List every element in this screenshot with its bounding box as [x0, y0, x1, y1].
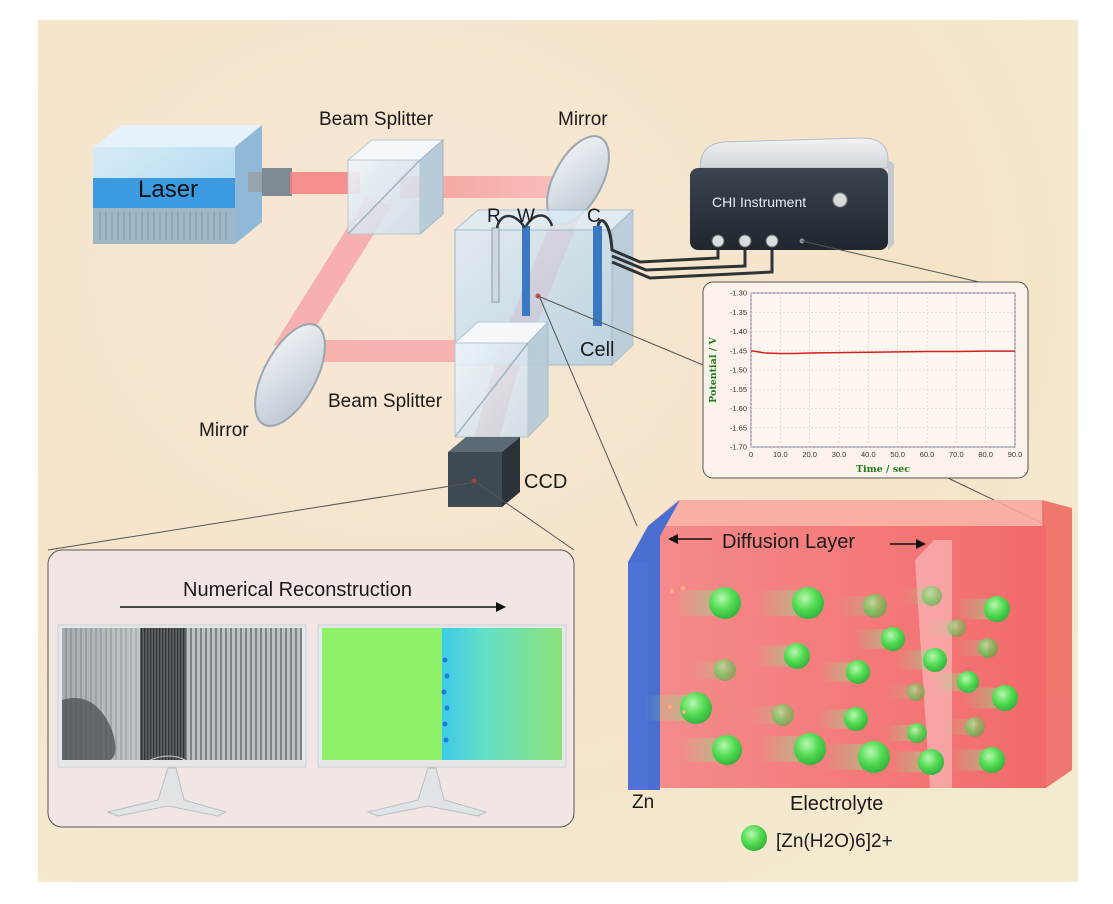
- ion-particle: [923, 648, 947, 672]
- chart-y-label: Potential / V: [708, 336, 719, 402]
- ion-particle: [881, 627, 905, 651]
- ion-particle: [992, 685, 1018, 711]
- chart-y-tick-label: -1.45: [730, 346, 747, 355]
- beam-splitter-top-label: Beam Splitter: [319, 109, 434, 130]
- chart-x-tick-label: 40.0: [861, 450, 876, 459]
- port-3: [765, 234, 779, 248]
- mirror-top-label: Mirror: [558, 109, 608, 130]
- electrolyte-box: [628, 500, 1072, 790]
- ion-particle: [918, 749, 944, 775]
- electrolyte-label: Electrolyte: [790, 793, 883, 815]
- laser-unit: Laser: [93, 125, 292, 244]
- ion-particle: [907, 723, 927, 743]
- electrode-r-label: R: [487, 206, 501, 227]
- electrode-w: [522, 226, 530, 316]
- instrument-label: CHI Instrument: [712, 194, 806, 210]
- potential-chart: -1.30 -1.35 -1.40 -1.45 -1.50 -1.55 -1.60 -1.65…: [702, 281, 1029, 479]
- ion-particle: [948, 619, 966, 637]
- port-1: [711, 234, 725, 248]
- cell-label: Cell: [580, 339, 614, 361]
- chart-y-tick-label: -1.60: [730, 404, 747, 413]
- ion-particle: [844, 707, 868, 731]
- mirror-bottom-label: Mirror: [199, 420, 249, 441]
- ion-legend-icon: [741, 825, 767, 851]
- ion-particle: [784, 643, 810, 669]
- ion-particle: [957, 671, 979, 693]
- ion-particle: [979, 747, 1005, 773]
- ion-particle: [984, 596, 1010, 622]
- port-2: [738, 234, 752, 248]
- chart-series: [750, 350, 1015, 355]
- electrode-r: [491, 227, 500, 303]
- chart-x-label: Time / sec: [856, 464, 910, 475]
- reconstruction-label: Numerical Reconstruction: [183, 579, 412, 601]
- ion-particle: [794, 733, 826, 765]
- chart-x-tick-label: 10.0: [773, 450, 788, 459]
- ion-particle: [846, 660, 870, 684]
- chart-x-tick-label: 70.0: [949, 450, 964, 459]
- chart-x-tick-label: 0: [749, 450, 753, 459]
- chi-instrument: [690, 137, 894, 250]
- chart-x-tick-label: 50.0: [890, 450, 905, 459]
- diffusion-layer-label: Diffusion Layer: [722, 531, 855, 553]
- ion-particle: [792, 587, 824, 619]
- ion-particle: [863, 594, 887, 618]
- ion-particle: [709, 587, 741, 619]
- chart-x-tick-label: 90.0: [1008, 450, 1023, 459]
- ion-particle: [714, 659, 736, 681]
- ion-particle: [922, 586, 942, 606]
- chart-x-tick-label: 80.0: [978, 450, 993, 459]
- electrochemical-cell: [453, 208, 774, 367]
- chart-y-ticks: -1.30 -1.35 -1.40 -1.45 -1.50 -1.55 -1.60 -1.65…: [730, 289, 747, 452]
- ion-particle: [858, 741, 890, 773]
- ccd-camera: [448, 437, 520, 507]
- beam-splitter-top: [346, 138, 445, 236]
- electrode-w-label: W: [517, 206, 535, 227]
- ion-particle: [712, 735, 742, 765]
- electrode-c-label: C: [587, 206, 601, 227]
- mirror-bottom: [254, 323, 326, 427]
- chart-x-tick-label: 60.0: [920, 450, 935, 459]
- chart-y-tick-label: -1.30: [730, 289, 747, 298]
- reconstruction-panel: [47, 549, 575, 828]
- ion-particle: [680, 692, 712, 724]
- electrode-c: [593, 226, 602, 326]
- chart-y-tick-label: -1.50: [730, 366, 747, 375]
- chart-y-tick-label: -1.35: [730, 308, 747, 317]
- chart-y-tick-label: -1.70: [730, 443, 747, 452]
- laser-label: Laser: [138, 176, 198, 203]
- ion-legend-label: [Zn(H2O)6]2+: [776, 831, 893, 852]
- ccd-label: CCD: [524, 471, 567, 493]
- beam-splitter-bottom-label: Beam Splitter: [328, 391, 443, 412]
- beam-splitter-bottom: [453, 320, 550, 439]
- chart-y-tick-label: -1.55: [730, 385, 747, 394]
- chart-x-tick-label: 20.0: [802, 450, 817, 459]
- chart-x-tick-label: 30.0: [832, 450, 847, 459]
- chart-series-line: [750, 350, 1015, 355]
- chart-y-tick-label: -1.65: [730, 423, 747, 432]
- ion-particle: [772, 704, 794, 726]
- phase-monitor: [317, 624, 567, 817]
- zn-label: Zn: [632, 792, 654, 813]
- hologram-monitor: [57, 624, 307, 817]
- ion-particle: [965, 717, 985, 737]
- chart-y-tick-label: -1.40: [730, 327, 747, 336]
- ion-particles: [644, 586, 1018, 775]
- power-knob: [832, 192, 848, 208]
- chart-grid: [750, 292, 1016, 448]
- ion-particle: [978, 638, 998, 658]
- chart-x-ticks: 0 10.0 20.0 30.0 40.0 50.0 60.0 70.0 80.0 90.0: [749, 450, 1022, 459]
- ion-particle: [907, 683, 925, 701]
- diffusion-layer-arrows: [668, 534, 926, 549]
